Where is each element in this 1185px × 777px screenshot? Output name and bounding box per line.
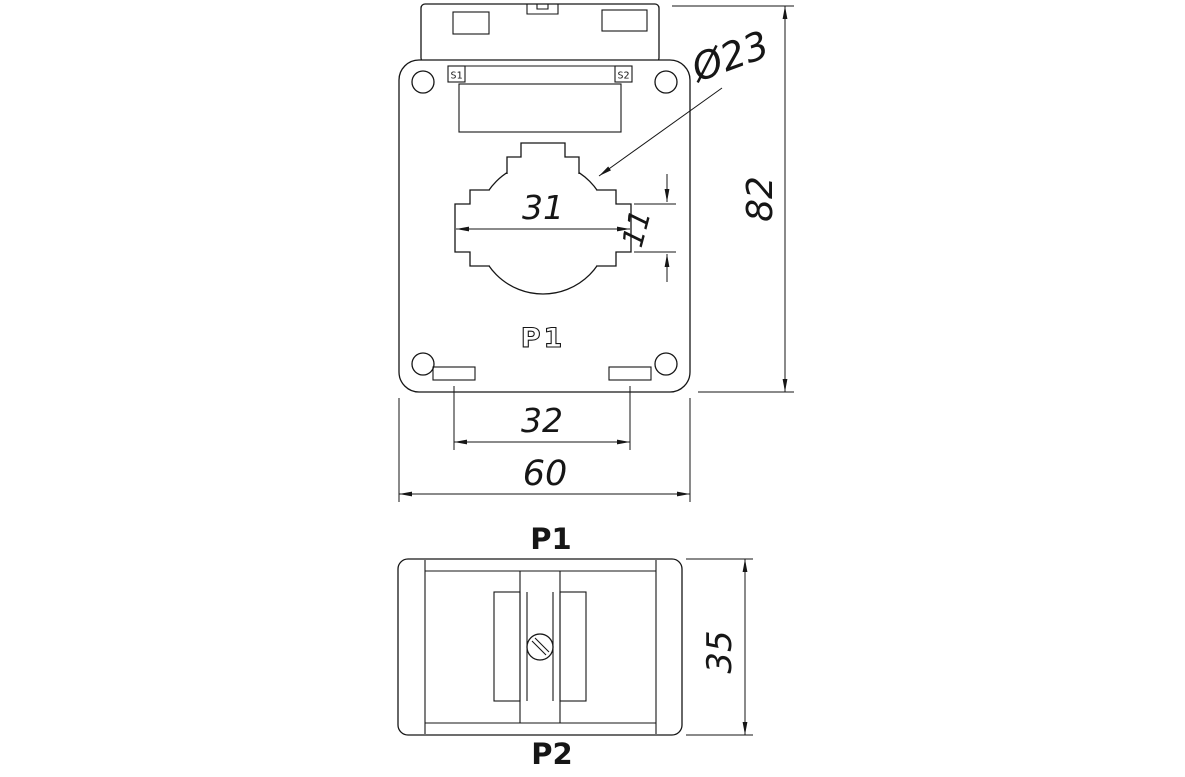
window-right-key — [597, 189, 632, 267]
terminal-s2-box — [614, 65, 633, 83]
dimension-feet-spacing: 32 — [453, 386, 631, 450]
bracket-outline — [420, 3, 660, 63]
front-view: S1 S2 P1 31 Ø23 — [398, 3, 794, 502]
foot-right — [608, 366, 652, 381]
foot-left — [432, 366, 476, 381]
clamp-rail-right — [559, 591, 587, 702]
bracket-slot-left — [452, 11, 490, 35]
window-top-key-fill — [507, 143, 579, 174]
corner-hole — [654, 70, 678, 94]
bracket-slot-right — [601, 9, 648, 32]
dimension-keyway: 11 — [615, 174, 676, 282]
leader-line — [598, 87, 723, 177]
window-circle — [476, 161, 610, 295]
screw-slot — [531, 640, 547, 656]
bracket-clip-notch-inner — [536, 4, 549, 10]
dimension-overall-height: 82 — [672, 5, 794, 393]
corner-hole — [411, 70, 435, 94]
clamp-rail-left — [493, 591, 521, 702]
dimension-depth: 35 — [686, 558, 753, 736]
window-left-key — [454, 189, 489, 267]
polarity-p1-label: P1 — [521, 323, 566, 354]
screw-slot — [534, 637, 550, 653]
terminal-block: S1 S2 — [447, 65, 633, 133]
window-top-key — [506, 142, 580, 174]
terminal-s2-label: S2 — [617, 71, 629, 82]
dim-text-diameter: Ø23 — [684, 22, 774, 91]
screw-head — [526, 633, 554, 661]
terminal-s1-label: S1 — [450, 71, 462, 82]
mounting-bracket — [420, 3, 660, 63]
dim-text-feet: 32 — [521, 401, 563, 440]
bracket-clip-notch — [526, 4, 559, 15]
terminal-cover — [458, 83, 622, 133]
side-center-clamp — [493, 571, 587, 723]
dim-text-depth: 35 — [700, 630, 740, 673]
side-p1-label: P1 — [530, 522, 571, 556]
corner-hole — [654, 352, 678, 376]
side-p2-label: P2 — [531, 737, 572, 771]
side-view: P1 35 P2 — [397, 522, 753, 771]
dim-text-window: 31 — [522, 188, 564, 227]
corner-hole — [411, 352, 435, 376]
terminal-s1-box — [447, 65, 466, 83]
dimension-window-width: 31 — [456, 188, 630, 232]
dim-text-height: 82 — [740, 176, 781, 222]
dim-text-width: 60 — [523, 454, 568, 494]
dimension-overall-width: 60 — [398, 398, 691, 502]
